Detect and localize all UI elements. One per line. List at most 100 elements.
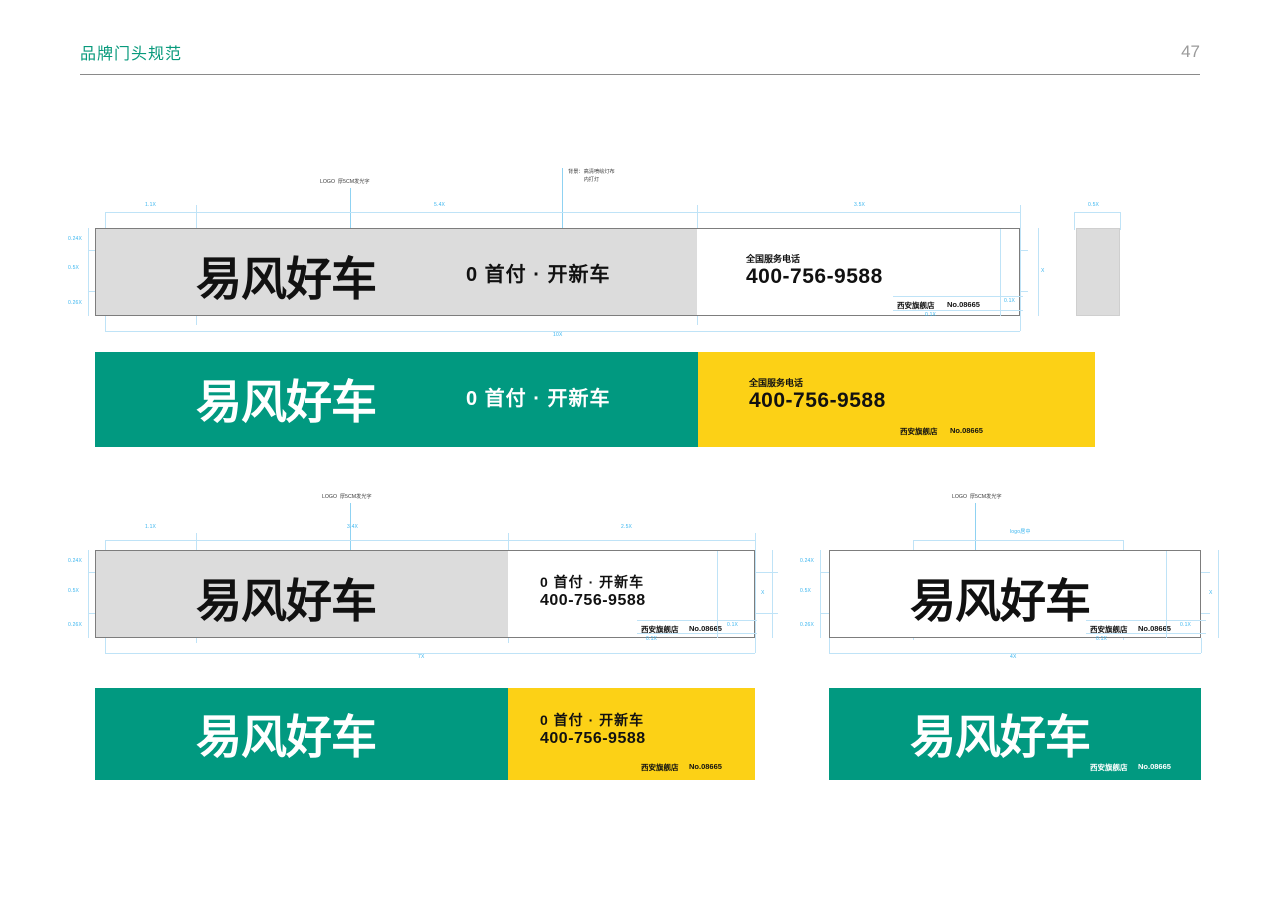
banner-long-store-no: No.08665	[950, 426, 983, 435]
banner-short-store: 西安旗舰店	[1090, 763, 1128, 772]
banner-medium: 易风好车 0 首付 · 开新车 400-756-9588 西安旗舰店 No.08…	[95, 688, 755, 780]
note-background-a: 背景：高清喷绘灯布 内打灯	[568, 169, 615, 184]
sign-logo-c: 易风好车	[910, 575, 1091, 627]
sign-tel-number-b: 400-756-9588	[540, 592, 646, 609]
guide-v-c-right	[1218, 550, 1219, 638]
guide-v-a-b2	[1020, 316, 1021, 331]
guide-side-v2	[1120, 212, 1121, 230]
dim-c-left-3: 0.26X	[800, 622, 815, 628]
guide-v-b-b2	[755, 638, 756, 653]
guide-v-b-store	[717, 551, 718, 638]
banner-medium-logo: 易风好车	[196, 711, 377, 763]
banner-long-green: 易风好车 0 首付 · 开新车	[95, 352, 698, 447]
leader-line-logo-c	[975, 503, 976, 591]
sign-frame-c	[829, 550, 1201, 638]
leader-line-background-a	[562, 168, 563, 230]
leader-line-logo-b	[350, 503, 351, 561]
dim-a-left-3: 0.26X	[68, 300, 83, 306]
sign-store-no-a: No.08665	[947, 300, 980, 309]
dim-a-bottom: 10X	[553, 332, 563, 338]
spec-diagram-short: LOGO 厚5CM发光字 logo居中 0.24X 0.5X 0.26X 易风好…	[800, 494, 1219, 660]
guide-v-a-left	[88, 228, 89, 316]
sign-bg-white-a	[697, 229, 1019, 315]
sign-slogan-a: 0 首付 · 开新车	[466, 264, 611, 286]
guide-v-a-store	[1000, 229, 1001, 316]
dim-c-small-2: 0.1X	[1096, 636, 1108, 642]
dim-b-bottom: 7X	[418, 654, 425, 660]
sign-tel-number-a: 400-756-9588	[746, 265, 883, 288]
banner-long-logo: 易风好车	[196, 376, 377, 428]
dim-c-left-2: 0.5X	[800, 588, 812, 594]
note-logo-material-c: LOGO 厚5CM发光字	[952, 494, 1002, 500]
dim-a-left-1: 0.24X	[68, 236, 83, 242]
guide-v-c-store	[1166, 551, 1167, 638]
guide-v-c-b2	[1201, 638, 1202, 653]
banner-medium-slogan: 0 首付 · 开新车	[540, 712, 645, 728]
guide-v-a-right	[1038, 228, 1039, 316]
banner-long-tel-label: 全国服务电话	[749, 378, 804, 388]
leader-line-logo-a	[350, 188, 351, 228]
dim-b-top-2: 3.4X	[347, 524, 359, 530]
note-logo-material-a: LOGO 厚5CM发光字	[320, 179, 370, 185]
guide-h-c-store	[1086, 620, 1206, 621]
guide-v-a-b1	[105, 316, 106, 331]
dim-c-left-1: 0.24X	[800, 558, 815, 564]
guide-top-b	[105, 540, 755, 541]
dim-b-small-1: 0.1X	[727, 622, 739, 628]
dim-c-bottom: 4X	[1010, 654, 1017, 660]
dim-b-left-1: 0.24X	[68, 558, 83, 564]
banner-medium-store-no: No.08665	[689, 762, 722, 771]
dim-c-small-1: 0.1X	[1180, 622, 1192, 628]
guide-v-b-b1	[105, 638, 106, 653]
dim-a-left-2: 0.5X	[68, 265, 80, 271]
dim-a-top-3: 3.5X	[854, 202, 866, 208]
banner-medium-green: 易风好车	[95, 688, 508, 780]
dim-b-left-2: 0.5X	[68, 588, 80, 594]
dim-b-top-3: 2.5X	[621, 524, 633, 530]
guide-h-b-store2	[637, 633, 757, 634]
guide-v-b-left	[88, 550, 89, 638]
sign-tel-label-a: 全国服务电话	[746, 254, 801, 264]
sign-slogan-b: 0 首付 · 开新车	[540, 574, 645, 590]
sign-store-no-b: No.08665	[689, 624, 722, 633]
guide-bottom-c	[829, 653, 1201, 654]
dim-c-center-label: logo居中	[1010, 529, 1031, 535]
dim-a-small-1: 0.1X	[1004, 298, 1016, 304]
guide-v-c-b1	[829, 638, 830, 653]
sign-logo-a: 易风好车	[196, 253, 377, 305]
banner-long: 易风好车 0 首付 · 开新车 全国服务电话 400-756-9588 西安旗舰…	[95, 352, 1095, 447]
dim-side-panel: 0.5X	[1088, 202, 1100, 208]
sign-bg-grey-a	[96, 229, 697, 315]
sign-store-b: 西安旗舰店	[641, 625, 679, 634]
guide-v-b4	[755, 533, 756, 643]
sign-store-c: 西安旗舰店	[1090, 625, 1128, 634]
guide-bottom-b	[105, 653, 755, 654]
guide-top-a	[105, 212, 1020, 213]
spec-diagram-medium: LOGO 厚5CM发光字 1.1X 3.4X 2.5X 0.24X 0.5X 0…	[0, 0, 800, 680]
dim-a-right: X	[1041, 268, 1045, 274]
header-divider	[80, 74, 1200, 75]
guide-h-a-store2	[893, 310, 1023, 311]
guide-side-top	[1074, 212, 1120, 213]
banner-medium-yellow: 0 首付 · 开新车 400-756-9588 西安旗舰店 No.08665	[508, 688, 755, 780]
sign-frame-b	[95, 550, 755, 638]
guide-bottom-a	[105, 331, 1020, 332]
dim-a-small-2: 0.1X	[925, 312, 937, 318]
sign-frame-a	[95, 228, 1020, 316]
guide-h-c-store2	[1086, 633, 1206, 634]
banner-short-logo: 易风好车	[910, 711, 1091, 763]
dim-b-top-1: 1.1X	[145, 524, 157, 530]
dim-b-small-2: 0.1X	[646, 636, 658, 642]
guide-h-b-store	[637, 620, 757, 621]
sign-store-a: 西安旗舰店	[897, 301, 935, 310]
banner-long-store: 西安旗舰店	[900, 427, 938, 436]
page-number: 47	[1181, 42, 1200, 61]
page-header: 品牌门头规范 47	[80, 40, 1200, 82]
note-logo-material-b: LOGO 厚5CM发光字	[322, 494, 372, 500]
dim-c-right: X	[1209, 590, 1213, 596]
banner-short-store-no: No.08665	[1138, 762, 1171, 771]
guide-v-b-right	[772, 550, 773, 638]
banner-long-tel-number: 400-756-9588	[749, 389, 886, 412]
sign-logo-b: 易风好车	[196, 575, 377, 627]
page-title: 品牌门头规范	[80, 46, 183, 63]
